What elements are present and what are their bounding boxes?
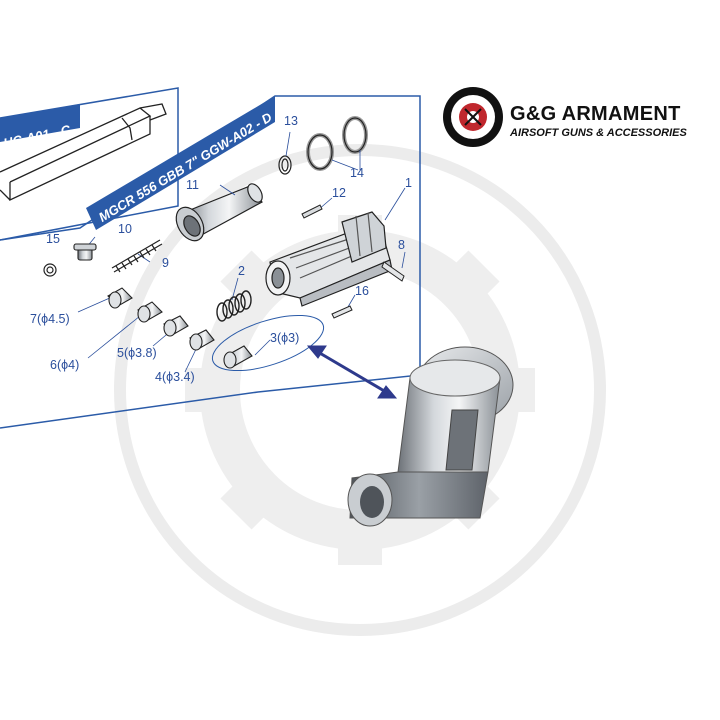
part-11-valve-stem: [175, 183, 263, 242]
label-part-10: 10: [118, 222, 132, 236]
label-part-16: 16: [355, 284, 369, 298]
label-part-7: 7(ϕ4.5): [30, 312, 70, 326]
label-part-6: 6(ϕ4): [50, 358, 80, 372]
zoom-double-arrow: [306, 345, 398, 399]
part-1-nozzle-housing: [265, 211, 393, 307]
left-section-frame: [0, 87, 179, 241]
label-part-15: 15: [46, 232, 60, 246]
part-9-spring: [111, 239, 163, 273]
part-14-o-rings: [306, 116, 368, 171]
brand-name: G&G ARMAMENT: [510, 103, 681, 125]
part-8-pin: [381, 261, 405, 282]
bolt-carrier-part: [0, 103, 167, 202]
label-part-12: 12: [332, 186, 346, 200]
label-part-13: 13: [284, 114, 298, 128]
label-part-8: 8: [398, 238, 405, 252]
main-section-frame: [0, 95, 421, 429]
label-part-14: 14: [350, 166, 364, 180]
part-15-o-ring: [43, 263, 57, 277]
part-10-screw: [73, 243, 97, 261]
part-2-spring: [216, 290, 252, 322]
label-part-5: 5(ϕ3.8): [117, 346, 157, 360]
brand-seal-icon: [443, 87, 503, 147]
part-4-valve-head: [189, 329, 215, 351]
label-part-3: 3(ϕ3): [270, 331, 300, 345]
label-part-11: 11: [186, 178, 199, 192]
part-3-valve-head: [223, 345, 253, 369]
leader-lines: [77, 131, 406, 373]
label-part-9: 9: [162, 256, 169, 270]
label-part-1: 1: [405, 176, 412, 190]
part-5-valve-head: [163, 315, 189, 337]
brand-tagline: AIRSOFT GUNS & ACCESSORIES: [510, 127, 687, 139]
part-13-o-ring: [278, 155, 292, 175]
part-3-enlarged-render: [347, 346, 514, 527]
part-12-pin: [301, 204, 323, 219]
part-6-valve-head: [137, 301, 163, 323]
part-3-highlight-ellipse: [211, 314, 325, 372]
part-16-pin: [331, 305, 353, 319]
part-7-valve-head: [107, 287, 133, 309]
label-part-2: 2: [238, 264, 245, 278]
label-part-4: 4(ϕ3.4): [155, 370, 195, 384]
